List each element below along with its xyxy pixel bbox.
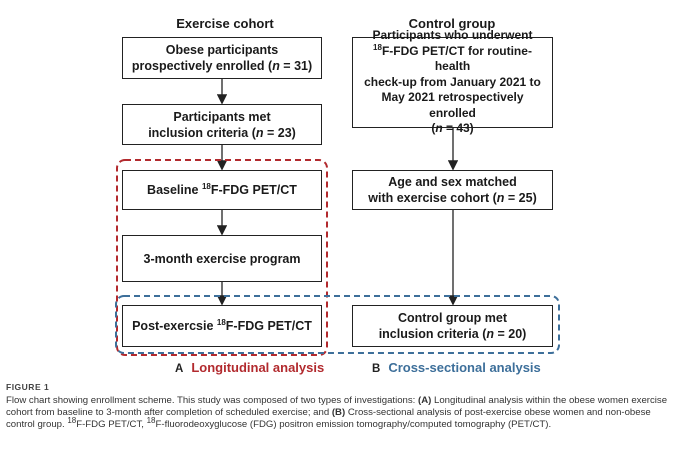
box-baseline-sup: 18: [201, 181, 211, 191]
box-baseline-suffix: F-FDG PET/CT: [210, 183, 297, 197]
box-obese-n: n: [272, 59, 280, 73]
box-age-line1: Age and sex matched: [388, 175, 517, 189]
box-control-line1: Participants who underwent: [372, 28, 533, 43]
figure-caption: Flow chart showing enrollment scheme. Th…: [6, 395, 674, 431]
label-a-text: Longitudinal analysis: [191, 360, 325, 375]
box-met-line2: inclusion criteria (: [148, 125, 256, 140]
box-exercise-program-label: 3-month exercise program: [143, 251, 301, 266]
caption-sup1: 18: [67, 415, 77, 425]
caption-p2: (A): [418, 395, 432, 406]
box-obese-enrolled: Obese participants prospectively enrolle…: [122, 37, 322, 79]
caption-p1: Flow chart showing enrollment scheme. Th…: [6, 395, 419, 406]
box-control-met-criteria: Control group met inclusion criteria (n …: [352, 305, 553, 347]
label-b-text: Cross-sectional analysis: [388, 360, 541, 375]
box-cgm-line1: Control group met: [397, 311, 507, 325]
box-age-count: = 25): [504, 191, 537, 205]
box-control-line4: May 2021 retrospectively enrolled: [381, 90, 524, 120]
box-control-enrolled: Participants who underwent 18F-FDG PET/C…: [352, 28, 553, 135]
caption-p7: F-fluorodeoxyglucose (FDG) positron emis…: [155, 419, 552, 430]
box-post-prefix: Post-exercsie: [132, 319, 217, 333]
box-control-line5: (: [431, 121, 436, 136]
box-baseline-prefix: Baseline: [147, 183, 202, 197]
box-met-n: n: [255, 125, 264, 140]
box-cgm-count: = 20): [494, 327, 527, 341]
label-a-letter: A: [175, 363, 184, 375]
cross-sectional-dashed-box: [115, 295, 560, 354]
box-age-line2: with exercise cohort (: [368, 191, 497, 205]
box-met-count: = 23): [263, 125, 296, 140]
box-obese-count: = 31): [279, 59, 313, 73]
box-post-sup: 18: [216, 317, 226, 327]
label-cross-sectional: B Cross-sectional analysis: [372, 360, 541, 375]
box-control-line3: check-up from January 2021 to: [364, 74, 541, 89]
figure-label: FIGURE 1: [6, 382, 50, 392]
caption-p3: Longitudinal analysis within the obese w…: [6, 395, 668, 418]
box-obese-line1: Obese participants: [165, 43, 279, 57]
box-cgm-n: n: [486, 327, 494, 341]
caption-p6: F-FDG PET/CT,: [76, 419, 147, 430]
box-post-suffix: F-FDG PET/CT: [225, 319, 312, 333]
box-cgm-line2: inclusion criteria (: [378, 327, 487, 341]
box-met-criteria: Participants met inclusion criteria (n =…: [122, 104, 322, 145]
caption-sup2: 18: [146, 415, 156, 425]
caption-p4: (B): [331, 407, 346, 418]
box-obese-line2: prospectively enrolled (: [131, 59, 273, 73]
box-control-line2: F-FDG PET/CT for routine-health: [381, 43, 532, 74]
label-longitudinal: A Longitudinal analysis: [175, 360, 324, 375]
box-age-sex-matched: Age and sex matched with exercise cohort…: [352, 170, 553, 210]
label-b-letter: B: [372, 363, 381, 375]
box-post-exercise-pet: Post-exercsie 18F-FDG PET/CT: [122, 305, 322, 347]
longitudinal-dashed-box: [116, 159, 328, 356]
box-control-n: n: [435, 121, 443, 136]
header-exercise-cohort: Exercise cohort: [176, 16, 274, 31]
caption-p5: Cross-sectional analysis of post-exercis…: [6, 407, 651, 430]
box-met-line1: Participants met: [173, 109, 271, 124]
box-control-sup: 18: [373, 42, 382, 52]
header-control-group: Control group: [408, 16, 496, 31]
box-control-count: = 43): [442, 121, 474, 136]
box-age-n: n: [496, 191, 505, 205]
box-baseline-pet: Baseline 18F-FDG PET/CT: [122, 170, 322, 210]
box-exercise-program: 3-month exercise program: [122, 235, 322, 282]
